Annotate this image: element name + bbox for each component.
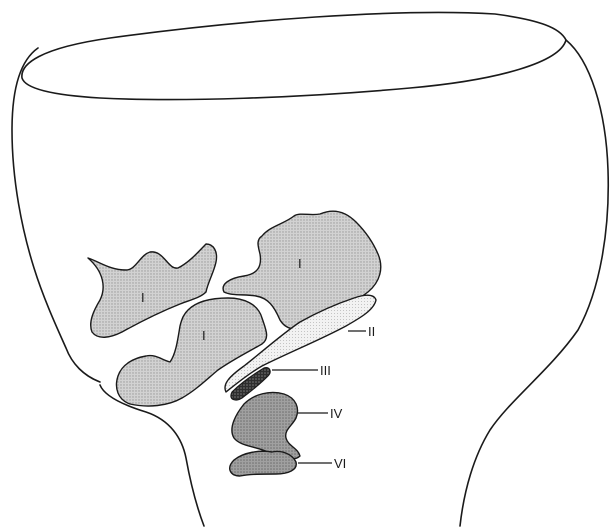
right-contour [460, 40, 608, 526]
left-contour [12, 48, 100, 382]
label-I-upper: I [298, 256, 302, 271]
top-rim [22, 12, 566, 99]
label-II: II [368, 324, 375, 339]
region-IV [232, 392, 300, 459]
label-I-left: I [141, 290, 145, 305]
label-III: III [320, 363, 331, 378]
label-VI: VI [334, 456, 346, 471]
region-VI [230, 451, 297, 476]
label-IV: IV [330, 406, 343, 421]
label-I-middle: I [202, 328, 206, 343]
